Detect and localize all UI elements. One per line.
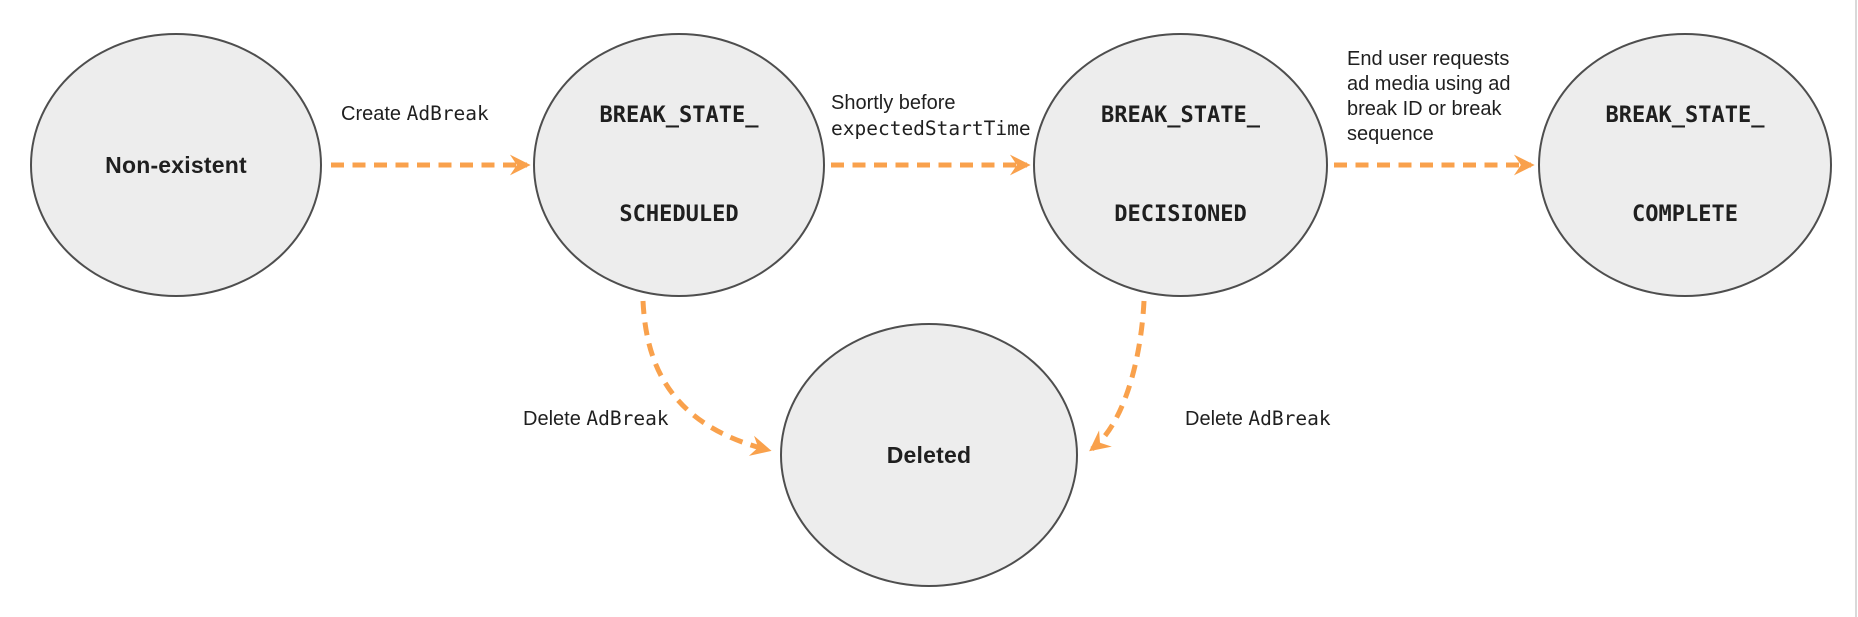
- state-label: BREAK_STATE_ COMPLETE: [1606, 33, 1765, 297]
- arrow-delete-adbreak-from-decisioned: [1089, 300, 1147, 452]
- state-node-break-state-scheduled: BREAK_STATE_ SCHEDULED: [533, 33, 825, 297]
- state-node-deleted: Deleted: [780, 323, 1078, 587]
- label-code-text: AdBreak: [406, 102, 489, 125]
- label-line: break ID or break: [1347, 98, 1502, 120]
- state-label-line2: SCHEDULED: [619, 202, 739, 227]
- label-code-text: AdBreak: [586, 407, 669, 430]
- transition-label-shortly-before: Shortly before expectedStartTime: [831, 91, 1031, 141]
- state-label-line2: DECISIONED: [1114, 202, 1247, 227]
- transition-label-delete-adbreak-right: Delete AdBreak: [1185, 406, 1331, 432]
- label-line: ad media using ad: [1347, 73, 1511, 95]
- image-right-edge-line: [1855, 0, 1857, 617]
- state-label: BREAK_STATE_ DECISIONED: [1101, 33, 1260, 297]
- transition-label-delete-adbreak-left: Delete AdBreak: [523, 406, 669, 432]
- state-label-line1: BREAK_STATE_: [599, 103, 759, 128]
- state-label: BREAK_STATE_ SCHEDULED: [600, 33, 759, 297]
- label-code-text: expectedStartTime: [831, 117, 1031, 140]
- label-plain-text: Delete: [1185, 408, 1249, 430]
- state-node-non-existent: Non-existent: [30, 33, 322, 297]
- state-label-line1: BREAK_STATE_: [1101, 103, 1260, 128]
- transition-label-create-adbreak: Create AdBreak: [341, 101, 489, 127]
- label-line: sequence: [1347, 123, 1434, 145]
- label-plain-text: Create: [341, 103, 407, 125]
- label-plain-text: Shortly before: [831, 92, 956, 114]
- state-label: Non-existent: [105, 151, 247, 178]
- state-label: Deleted: [886, 441, 972, 468]
- state-node-break-state-decisioned: BREAK_STATE_ DECISIONED: [1033, 33, 1328, 297]
- label-line: End user requests: [1347, 48, 1510, 70]
- arrow-delete-adbreak-from-scheduled: [640, 300, 772, 456]
- label-plain-text: Delete: [523, 408, 587, 430]
- transition-label-end-user-requests: End user requests ad media using ad brea…: [1347, 47, 1510, 147]
- state-label-line2: COMPLETE: [1632, 202, 1738, 227]
- state-label-line1: BREAK_STATE_: [1605, 103, 1765, 128]
- state-node-break-state-complete: BREAK_STATE_ COMPLETE: [1538, 33, 1832, 297]
- label-code-text: AdBreak: [1248, 407, 1331, 430]
